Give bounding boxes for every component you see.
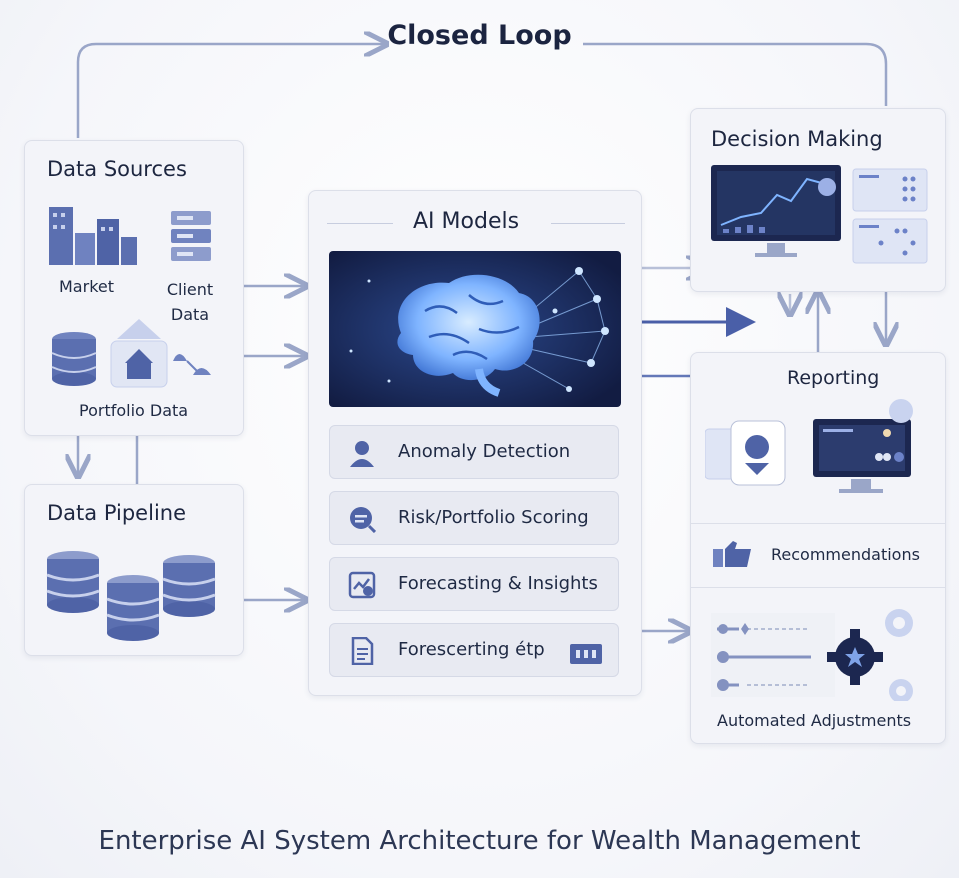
model-row-forescerting[interactable]: Foresce​rting étp: [329, 623, 619, 677]
data-pipeline-title: Data Pipeline: [47, 501, 187, 525]
closed-loop-title: Closed Loop: [0, 20, 959, 51]
caption-text: Enterprise AI System Architecture for We…: [98, 826, 861, 856]
title-divider-left: [327, 223, 393, 224]
decision-making-panel: Decision Making: [690, 108, 946, 292]
risk-scoring-label: Risk/Portfolio Scoring: [398, 507, 589, 528]
thumbs-up-icon: [713, 541, 751, 567]
portfolio-home-icon: [110, 319, 168, 388]
client-data-label: Client Data: [166, 280, 214, 324]
client-server-icon: [171, 211, 211, 261]
reporting-divider-1: [691, 523, 945, 524]
market-label: Market: [59, 277, 114, 296]
anomaly-detection-label: Anomaly Detection: [398, 441, 571, 462]
market-buildings-icon: [49, 207, 137, 265]
diagram-caption: Enterprise AI System Architecture for We…: [0, 826, 959, 856]
data-sources-title: Data Sources: [47, 157, 187, 181]
data-pipeline-panel: Data Pipeline: [24, 484, 244, 656]
decision-making-title: Decision Making: [711, 127, 883, 151]
reporting-title: Reporting: [787, 367, 880, 389]
ai-models-panel: AI Models Anomaly De: [308, 190, 642, 696]
portfolio-data-label: Portfolio Data: [79, 401, 189, 420]
dashboard-monitor-icon: [711, 165, 928, 264]
forecasting-label: Forecasting & Insights: [398, 573, 598, 594]
portfolio-chart-icon: [173, 354, 211, 375]
reporting-screens-icon: [705, 399, 913, 493]
model-row-risk-scoring[interactable]: Risk/Portfolio Scoring: [329, 491, 619, 545]
closed-loop-label: Closed Loop: [387, 20, 572, 51]
document-icon: [351, 637, 374, 665]
ai-models-title: AI Models: [413, 209, 520, 234]
user-icon: [350, 441, 374, 467]
title-divider-right: [551, 223, 625, 224]
data-sources-panel: Data Sources Market Client Data Portfoli…: [24, 140, 244, 436]
reporting-divider-2: [691, 587, 945, 588]
pipeline-databases-icon: [46, 551, 216, 641]
model-row-anomaly-detection[interactable]: Anomaly Detection: [329, 425, 619, 479]
recommendations-label: Recommendations: [771, 545, 920, 564]
forescerting-label: Foresce​rting étp: [398, 639, 545, 660]
gears-sliders-icon: [711, 609, 913, 701]
search-chat-icon: [350, 507, 376, 533]
automated-adjustments-label: Automated Adjustments: [717, 711, 912, 730]
reporting-panel: Reporting Recommendations: [690, 352, 946, 744]
building-icon: [570, 644, 602, 664]
portfolio-database-icon: [51, 332, 97, 386]
ai-brain-image: [329, 251, 621, 407]
insight-icon: [348, 571, 376, 599]
model-row-forecasting[interactable]: Forecasting & Insights: [329, 557, 619, 611]
